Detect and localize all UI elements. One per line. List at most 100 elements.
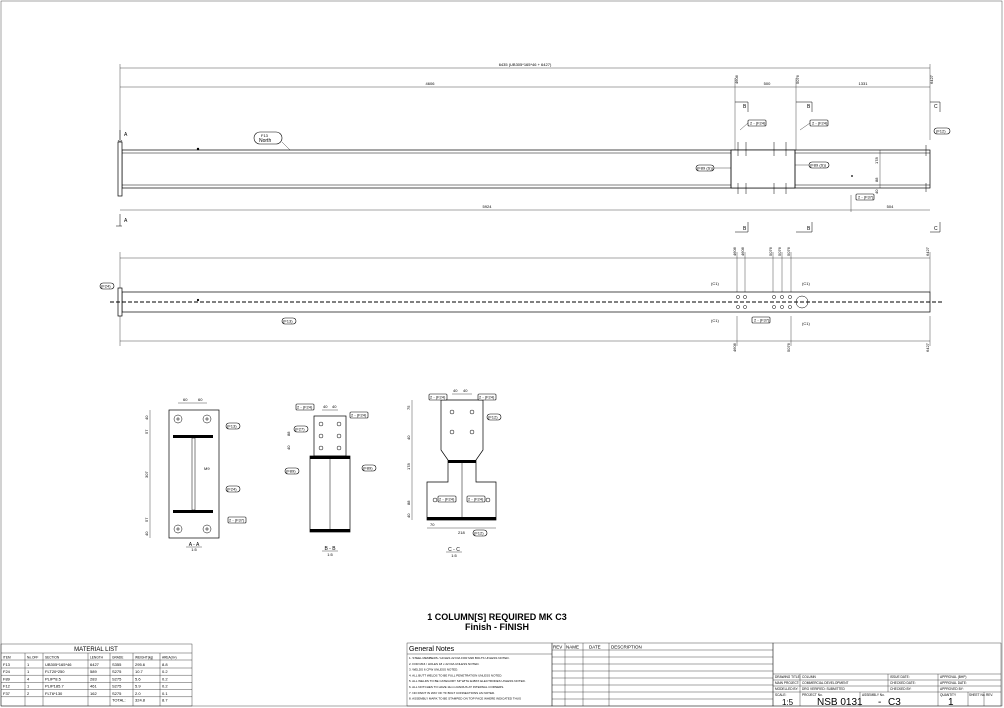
svg-text:6427: 6427: [925, 246, 930, 256]
svg-text:40: 40: [144, 415, 149, 420]
section-mark-b-bottom: B: [735, 222, 749, 233]
svg-text:1:5: 1:5: [191, 547, 197, 552]
svg-text:40: 40: [332, 404, 337, 409]
overall-dimension: 6435 (UB305*165*46 + 6427): [499, 62, 552, 67]
svg-text:5076: 5076: [768, 246, 773, 256]
svg-text:(F89): (F89): [286, 469, 296, 474]
svg-text:(F89 (S)): (F89 (S)): [810, 163, 827, 168]
svg-text:307: 307: [144, 471, 149, 478]
svg-text:60: 60: [198, 397, 203, 402]
table-cell: 5.9: [135, 684, 141, 689]
table-cell: 2.0: [135, 691, 141, 696]
assembly-number: C3: [888, 697, 901, 708]
note-item: 7. NO PAINT IN WAY OF TF BOLT CONNECTION…: [409, 691, 495, 695]
table-cell: 2: [27, 691, 30, 696]
svg-text:(F89 (S)): (F89 (S)): [697, 166, 714, 171]
table-cell: UB305*165*46: [45, 662, 72, 667]
svg-text:(F24): (F24): [101, 284, 111, 289]
tag-f13-north: F13 North: [253, 131, 291, 151]
svg-text:DRAWING TITLE:: DRAWING TITLE:: [775, 675, 801, 679]
svg-text:218: 218: [458, 530, 465, 535]
plan-bolt-group: [736, 295, 809, 309]
table-cell: S275: [112, 669, 122, 674]
svg-text:QUANTITY: QUANTITY: [940, 693, 957, 697]
svg-text:REV: REV: [553, 645, 562, 650]
base-plate-left: [117, 141, 123, 197]
svg-text:ISSUE DATE:: ISSUE DATE:: [890, 675, 910, 679]
material-header: GRADE: [112, 656, 123, 660]
svg-text:DESCRIPTION: DESCRIPTION: [611, 645, 642, 650]
svg-text:1:5: 1:5: [451, 553, 457, 558]
table-cell: FLT20*250: [45, 669, 65, 674]
svg-text:B: B: [807, 104, 811, 110]
svg-text:2 - (F24): 2 - (F24): [479, 395, 495, 400]
note-item: 1. STEEL MEMBERS / HOLES 22 DIA FOR M20 …: [409, 656, 510, 660]
plan-mark-3: (C1): [802, 281, 810, 286]
table-cell: 0.2: [162, 684, 168, 689]
svg-text:C: C: [934, 104, 938, 110]
tag-plan-f13: (F13): [281, 317, 297, 325]
note-item: 5. ALL WELDS TO BE CATEGORY SP WITH E48X…: [409, 679, 526, 683]
table-cell: 1: [27, 669, 30, 674]
svg-text:APPROVED BY:: APPROVED BY:: [940, 687, 964, 691]
svg-text:40: 40: [463, 388, 468, 393]
svg-text:General Notes: General Notes: [409, 646, 455, 653]
stiffener-zone: [730, 149, 796, 189]
note-item: 3. WELDS 6 CFW UNLESS NOTED.: [409, 668, 458, 672]
table-cell: S355: [112, 662, 122, 667]
note-item: 8. ASSEMBLY MARK TO BE STAMPED ON TOP FA…: [409, 697, 521, 701]
svg-text:B: B: [743, 226, 747, 232]
table-cell: 10.7: [135, 669, 144, 674]
svg-text:40: 40: [406, 435, 411, 440]
material-header: AREA(m²): [162, 656, 177, 660]
table-cell: 1: [27, 684, 30, 689]
revision-table: REV NAME DATE DESCRIPTION: [551, 642, 774, 707]
dim-88: 88: [874, 177, 879, 182]
elevation-view: 6435 (UB305*165*46 + 6427) 4606 500 1331…: [116, 62, 951, 233]
svg-text:2 - (F24): 2 - (F24): [812, 121, 828, 126]
svg-text:4606: 4606: [740, 246, 745, 256]
svg-text:CHECKED BY:: CHECKED BY:: [890, 687, 912, 691]
finish-subtitle: Finish - FINISH: [465, 622, 529, 632]
svg-text:REV.: REV.: [986, 693, 993, 697]
tag-f89-right: (F89 (S)): [795, 161, 830, 169]
svg-text:(F12): (F12): [474, 531, 484, 536]
dim-504: 504: [887, 204, 894, 209]
table-cell: 1: [27, 662, 30, 667]
note-item: 4. ALL BUTT WELDS TO BE FULL PENETRATION…: [409, 673, 502, 677]
svg-text:40: 40: [286, 445, 291, 450]
table-cell: 283: [90, 676, 97, 681]
table-cell: 4: [27, 676, 30, 681]
table-cell: 589: [90, 669, 97, 674]
table-cell: F24: [3, 669, 11, 674]
svg-text:(F24): (F24): [227, 487, 237, 492]
table-cell: 0.2: [162, 676, 168, 681]
svg-text:MAIN PROJECT:: MAIN PROJECT:: [775, 681, 799, 685]
dim-5924: 5924: [483, 204, 493, 209]
table-cell: S275: [112, 676, 122, 681]
table-cell: F37: [3, 691, 11, 696]
svg-text:CHECKED DATE:: CHECKED DATE:: [890, 681, 916, 685]
dim-40: 40: [874, 189, 879, 194]
elevation-bolts: [737, 142, 927, 194]
svg-text:2 - (F24): 2 - (F24): [430, 395, 446, 400]
beam-elevation: [121, 149, 931, 189]
svg-text:B: B: [743, 104, 747, 110]
required-title: 1 COLUMN[S] REQUIRED MK C3: [427, 612, 567, 622]
svg-text:COMMERCIAL DEVELOPMENT: COMMERCIAL DEVELOPMENT: [802, 681, 849, 685]
table-cell: 162: [90, 691, 97, 696]
table-cell: S275: [112, 684, 122, 689]
tag-f24-left: 2 - (F24): [739, 119, 767, 131]
plan-view: 4606 4606 5076 5076 5076 6427 (F24) (F13…: [99, 246, 942, 352]
svg-text:DATE: DATE: [589, 645, 601, 650]
table-cell: 8.8: [162, 662, 168, 667]
svg-text:APPROVAL DATE:: APPROVAL DATE:: [940, 681, 967, 685]
section-a-a: 60 60 40 57 307 57 40 (F13) (F24) 2 - (F…: [144, 397, 247, 552]
table-cell: PLIP*8.5: [45, 676, 62, 681]
project-number: NSB 0131: [817, 697, 863, 708]
assembly-dash: -: [878, 697, 881, 708]
dim-178: 178: [874, 157, 879, 164]
